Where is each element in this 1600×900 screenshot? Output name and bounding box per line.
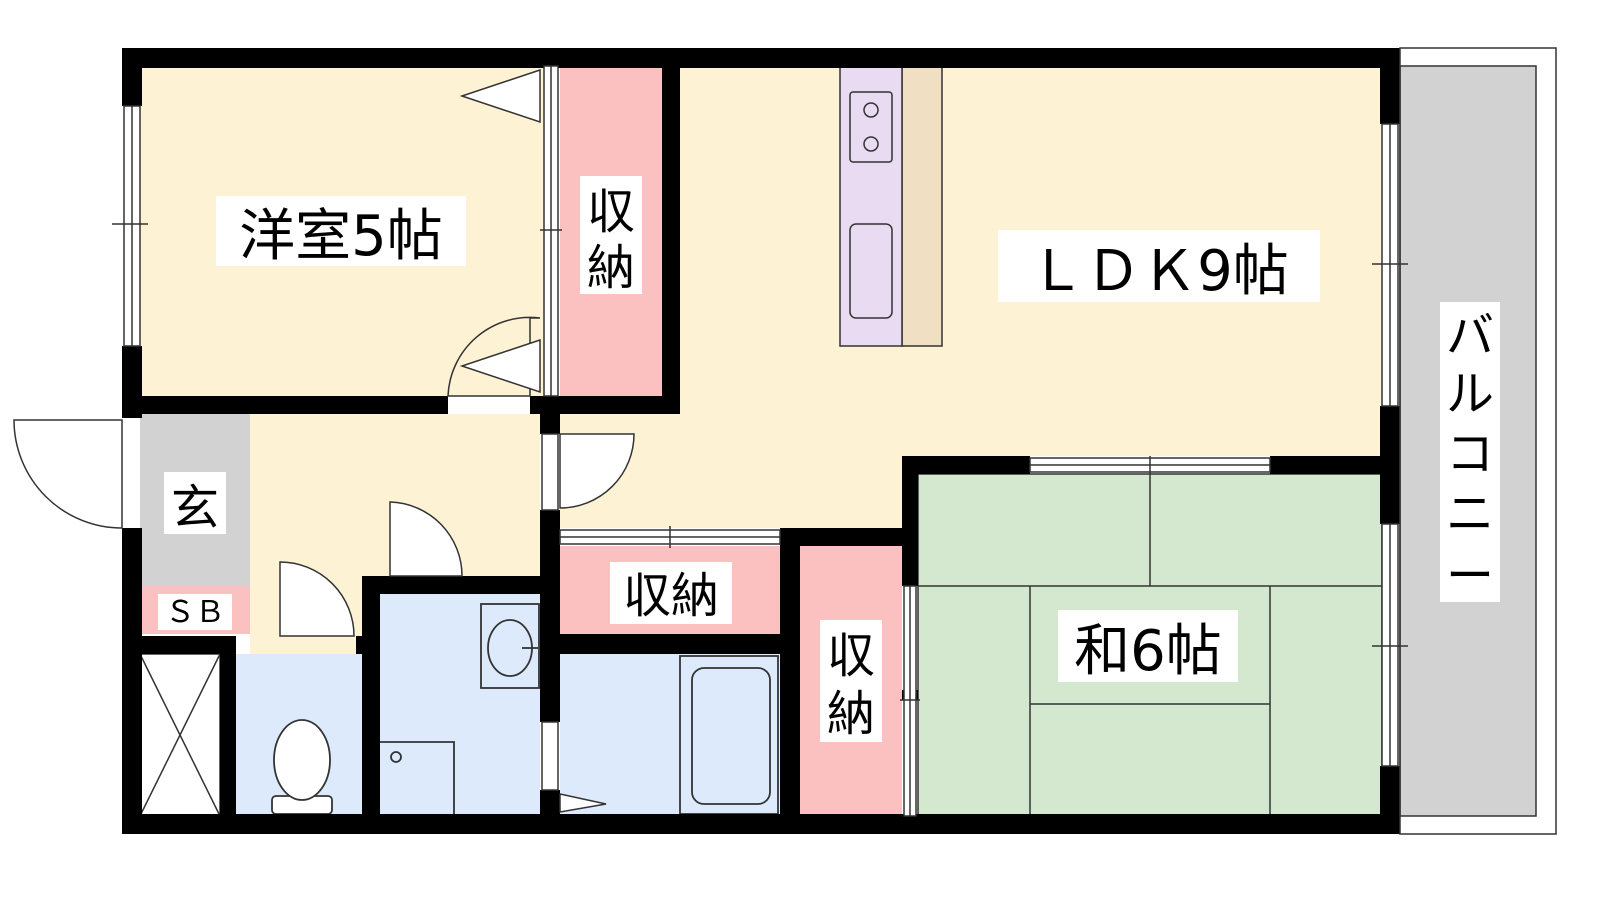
walls: [122, 48, 1400, 834]
japanese-room-label-bg: [1058, 610, 1238, 682]
tatami-storage-label-1: 収: [827, 628, 875, 684]
balcony-label-5: ー: [1446, 548, 1494, 604]
washroom-floor: [380, 594, 540, 816]
door-swings: [13, 68, 635, 813]
burner-icon: [863, 102, 879, 118]
windows: [112, 65, 1408, 817]
kitchen-sink: [849, 223, 893, 319]
ldk-floor: [560, 66, 1382, 528]
tatami-storage-label-2: 納: [827, 686, 875, 742]
balcony-label-2: ル: [1446, 366, 1494, 422]
washing-machine-space: [380, 741, 455, 816]
ldk-label: ＬＤＫ9帖: [1029, 239, 1289, 304]
entrance-label-bg: [164, 472, 226, 534]
balcony-label-4: ニ: [1446, 486, 1494, 542]
wash-basin-icon: [480, 603, 540, 689]
balcony-label-3: コ: [1446, 426, 1494, 482]
shoe-box-label-bg: [158, 594, 232, 630]
western-room-label: 洋室5帖: [239, 204, 443, 269]
toilet-icon: [271, 719, 333, 815]
bathroom-floor: [560, 654, 780, 816]
japanese-room-label: 和6帖: [1074, 619, 1222, 684]
shoe-box-label: ＳＢ: [165, 595, 225, 630]
kitchen-backsplash: [901, 65, 943, 347]
burner-icon: [863, 136, 879, 152]
balcony-railing: [1399, 47, 1557, 835]
hall-storage-label: 収納: [623, 568, 719, 624]
western-storage-label-2: 納: [587, 240, 635, 296]
stove: [849, 91, 893, 163]
balcony-label-1: バ: [1446, 308, 1494, 364]
tatami-storage-label-bg: [820, 620, 882, 742]
ldk-label-bg: [998, 230, 1320, 302]
hall-storage-label-bg: [610, 562, 732, 624]
western-storage-label-1: 収: [587, 184, 635, 240]
balcony-label-bg: [1440, 302, 1500, 602]
entrance-label: 玄: [171, 480, 219, 536]
western-storage-label-bg: [580, 176, 642, 294]
western-room-label-bg: [216, 196, 466, 266]
